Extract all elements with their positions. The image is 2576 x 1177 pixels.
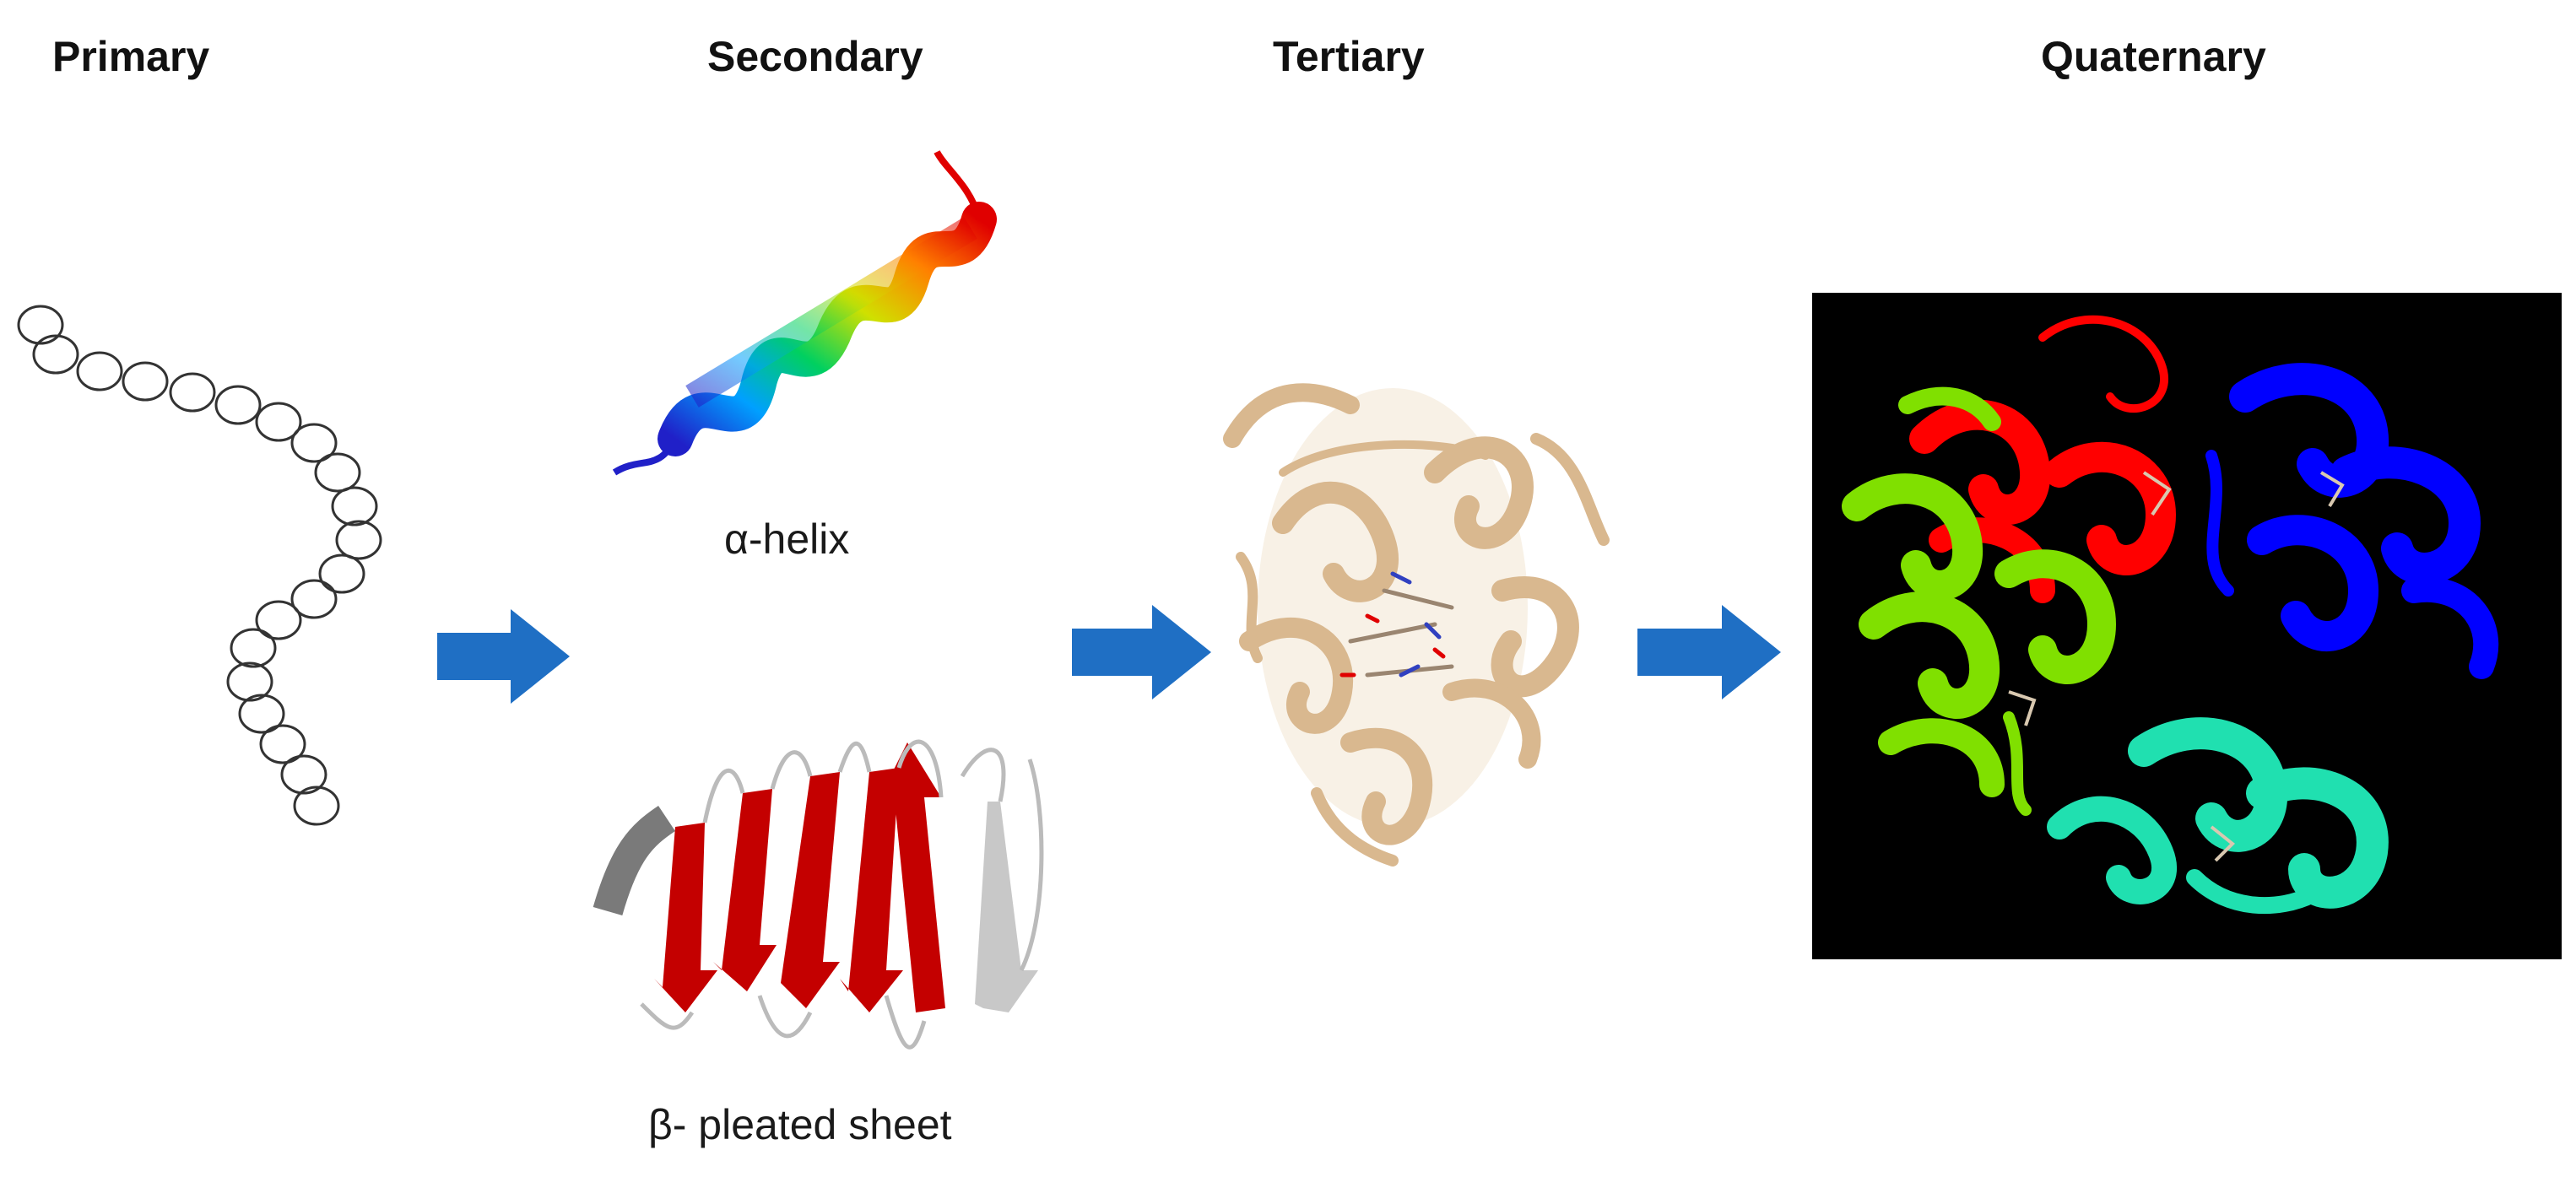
right-arrow-icon <box>437 609 570 704</box>
primary-amino-acid-chain <box>17 305 382 826</box>
tertiary-folded-protein <box>1223 383 1610 867</box>
beta-sheet-ribbon <box>593 739 1044 1050</box>
right-arrow-icon <box>1637 605 1781 699</box>
right-arrow-icon <box>1072 605 1211 699</box>
secondary-title: Secondary <box>707 33 923 80</box>
quaternary-title: Quaternary <box>2041 33 2266 80</box>
alpha-helix-caption: α-helix <box>724 516 850 563</box>
alpha-helix-ribbon <box>612 150 997 476</box>
beta-sheet-caption: β- pleated sheet <box>648 1101 952 1148</box>
quaternary-protein-complex <box>1812 293 2562 959</box>
primary-title: Primary <box>52 33 210 80</box>
tertiary-title: Tertiary <box>1273 33 1425 80</box>
